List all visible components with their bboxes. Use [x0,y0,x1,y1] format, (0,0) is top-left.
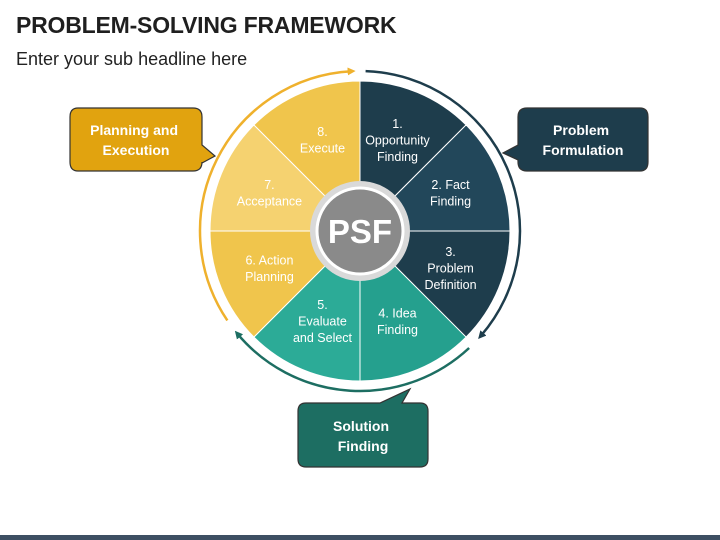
segment-label-6-line-2: Planning [245,270,294,284]
arrow-solution [234,330,470,393]
segment-label-8-line-1: 8. [317,125,327,139]
center-circle [315,186,405,276]
segment-label-8-line-2: Execute [300,142,345,156]
callout-formulation-line-1: Problem [553,122,609,138]
segment-label-5-line-3: and Select [293,331,353,345]
callout-planning-line-1: Planning and [90,122,178,138]
page-title: PROBLEM-SOLVING FRAMEWORK [16,12,397,38]
segment-label-1-line-1: 1. [392,117,402,131]
segment-label-5-line-1: 5. [317,298,327,312]
callout-solution-line-2: Finding [338,438,389,454]
segment-label-3-line-2: Problem [427,262,474,276]
segment-label-1-line-2: Opportunity [365,133,430,147]
segment-label-2-line-1: 2. Fact [431,178,470,192]
callout-formulation: Problem Formulation [501,107,649,172]
segment-label-3-line-1: 3. [445,245,455,259]
callout-planning: Planning and Execution [69,107,217,172]
segment-label-4-line-2: Finding [377,323,418,337]
segment-label-5: 5. Evaluate and Select [293,298,353,345]
callout-formulation-line-2: Formulation [543,142,624,158]
callout-solution: Solution Finding [297,387,429,468]
bottom-bar [0,535,720,540]
cycle-arrows [198,67,522,393]
svg-text:Solution Finding: Solution Finding [333,418,393,454]
segment-label-3-line-3: Definition [424,278,476,292]
segment-label-7: 7. Acceptance [237,178,302,209]
page-subtitle: Enter your sub headline here [16,49,248,69]
segment-label-7-line-2: Acceptance [237,195,302,209]
segment-label-1-line-3: Finding [377,150,418,164]
svg-text:Planning and Execution: Planning and Execution [90,122,182,158]
callout-planning-line-2: Execution [103,142,170,158]
segment-label-6-line-1: 6. Action [245,253,293,267]
segment-label-2-line-2: Finding [430,195,471,209]
svg-text:Problem Formulation: Problem Formulation [543,122,624,158]
callout-solution-line-1: Solution [333,418,389,434]
segment-label-8: 8. Execute [300,125,345,156]
segment-label-4-line-1: 4. Idea [378,306,416,320]
center-hub: PSF [310,181,410,281]
segment-label-5-line-2: Evaluate [298,315,347,329]
arrow-formulation [365,69,522,339]
center-label: PSF [328,213,392,250]
segment-label-7-line-1: 7. [264,178,274,192]
arrow-planning [198,67,356,322]
